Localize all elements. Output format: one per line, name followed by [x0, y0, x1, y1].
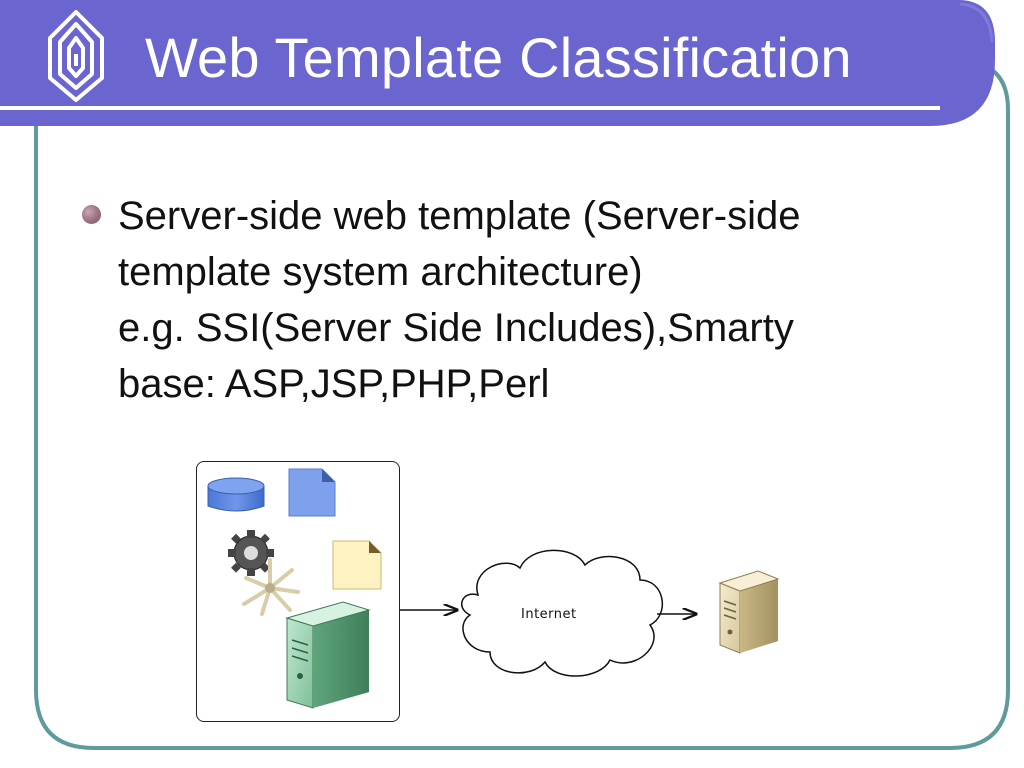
internet-cloud: [460, 549, 664, 677]
logo-icon: [48, 10, 104, 102]
bullet-line: Server-side web template (Server-side: [118, 194, 801, 238]
note-icon: [332, 540, 382, 590]
bullet-text: Server-side web template (Server-side te…: [118, 188, 800, 412]
server-icon: [285, 601, 371, 709]
bullet-line: e.g. SSI(Server Side Includes),Smarty: [118, 306, 794, 350]
client-computer-icon: [718, 570, 780, 654]
document-icon: [288, 468, 336, 517]
slide-title: Web Template Classification: [145, 26, 852, 89]
internet-label: Internet: [521, 607, 577, 622]
bullet-line: base: ASP,JSP,PHP,Perl: [118, 362, 550, 406]
bullet-line: template system architecture): [118, 250, 643, 294]
database-icon: [207, 477, 265, 512]
gear-icon: [228, 530, 300, 616]
bullet-icon: [82, 205, 101, 224]
